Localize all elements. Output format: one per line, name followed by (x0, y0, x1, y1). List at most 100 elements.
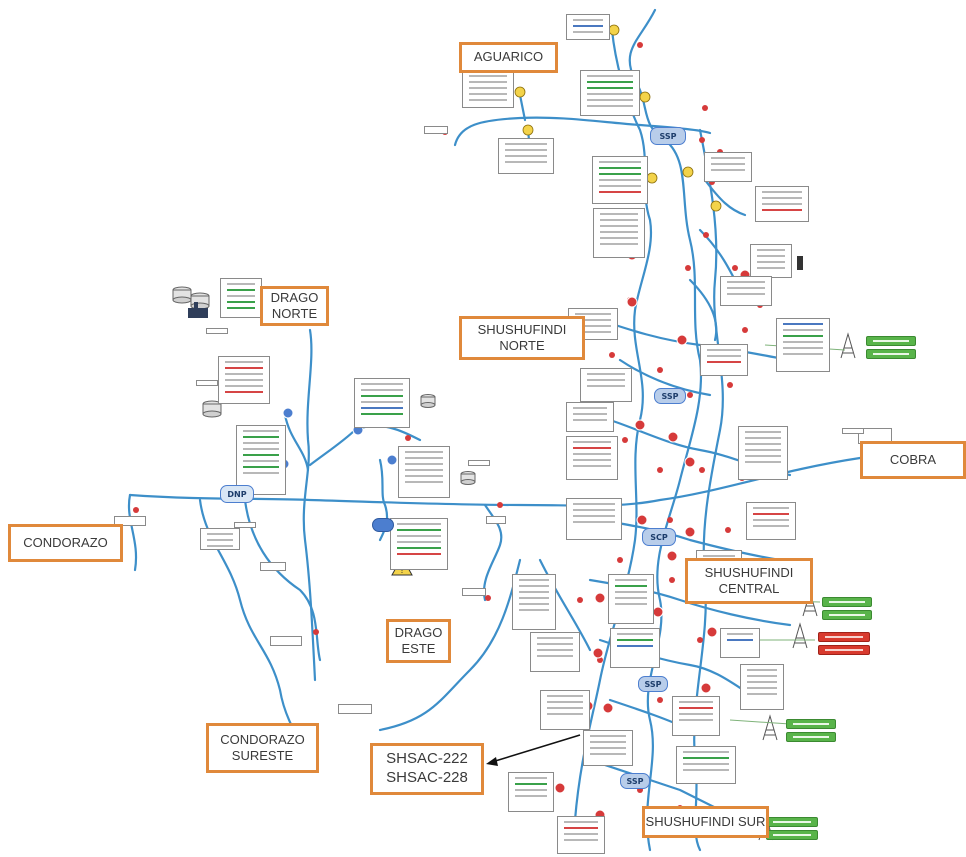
well-data-box (566, 402, 614, 432)
well-data-box (720, 628, 760, 658)
pipeline (518, 93, 527, 122)
well-data-box (566, 436, 618, 480)
pipeline (538, 558, 592, 652)
pipeline (628, 8, 703, 852)
pipeline (573, 28, 653, 822)
pipeline (127, 493, 138, 572)
tag-box (114, 516, 146, 526)
area-label-condorazo-sureste: CONDORAZO SURESTE (206, 723, 319, 773)
production-tag (822, 597, 872, 607)
area-label-aguarico: AGUARICO (459, 42, 558, 73)
pump-icon (797, 256, 803, 270)
tag-box (468, 460, 490, 466)
well-data-box (200, 528, 240, 550)
ssp-node: SSP (650, 127, 686, 145)
production-tag (818, 645, 870, 655)
shsac-arrow (486, 734, 581, 766)
tag-box (270, 636, 302, 646)
svg-text:!: ! (401, 565, 404, 575)
ssp-node: SSP (654, 388, 686, 404)
well-data-box (750, 244, 792, 278)
tank-icon (172, 286, 192, 304)
well-data-box (530, 632, 580, 672)
pipeline (598, 518, 782, 562)
well-data-box (776, 318, 830, 372)
area-label-cobra: COBRA (860, 441, 966, 479)
tag-box (196, 380, 218, 386)
well-data-box (398, 446, 450, 498)
well-data-box (608, 574, 654, 624)
tank-icon (420, 394, 436, 408)
tag-box (206, 328, 228, 334)
production-tag (786, 719, 836, 729)
well-data-box (700, 344, 748, 376)
dnp-node: DNP (220, 485, 254, 503)
blue-node (372, 518, 394, 532)
area-label-drago-este: DRAGO ESTE (386, 619, 451, 663)
well-data-box (592, 156, 648, 204)
well-rig-icon (840, 332, 856, 359)
well-data-box (498, 138, 554, 174)
well-data-box (540, 690, 590, 730)
area-label-shushufindi-sur: SHUSHUFINDI SUR (642, 806, 769, 838)
tank-icon (460, 471, 476, 485)
scp-node: SCP (642, 528, 676, 546)
production-tag (766, 817, 818, 827)
well-data-box (583, 730, 633, 766)
tag-box (486, 516, 506, 524)
area-label-drago-norte: DRAGO NORTE (260, 286, 329, 326)
well-data-box (672, 696, 720, 736)
tag-box (842, 428, 864, 434)
well-data-box (218, 356, 270, 404)
well-data-box (220, 278, 262, 318)
well-data-box (593, 208, 645, 258)
pipeline (243, 498, 322, 662)
pipeline (283, 413, 310, 472)
production-tag (866, 349, 916, 359)
well-data-box (354, 378, 410, 428)
tag-box (462, 588, 486, 596)
tank-icon (202, 400, 222, 418)
pipeline (598, 318, 792, 362)
production-tag (786, 732, 836, 742)
area-label-shushufindi-norte: SHUSHUFINDI NORTE (459, 316, 585, 360)
production-tag (766, 830, 818, 840)
ssp-node: SSP (638, 676, 668, 692)
production-tag (822, 610, 872, 620)
production-tag (866, 336, 916, 346)
well-data-box (236, 425, 286, 495)
well-data-box (566, 498, 622, 540)
well-data-box (557, 816, 605, 854)
well-data-box (610, 628, 660, 668)
tag-box (424, 126, 448, 134)
pipeline (688, 278, 718, 342)
well-rig-icon (762, 714, 778, 741)
pipeline (128, 456, 862, 507)
tank-icon (190, 292, 210, 310)
ssp-node: SSP (620, 773, 650, 789)
area-label-shushufindi-central: SHUSHUFINDI CENTRAL (685, 558, 813, 604)
pipeline (703, 178, 747, 217)
well-data-box (508, 772, 554, 812)
well-data-box (462, 70, 514, 108)
well-data-box (746, 502, 796, 540)
well-data-box (676, 746, 736, 784)
tag-box (234, 522, 256, 528)
area-label-shsac: SHSAC-222 SHSAC-228 (370, 743, 484, 795)
well-data-box (704, 152, 752, 182)
well-data-box (738, 426, 788, 480)
yellow-valve-markers (514, 24, 722, 212)
well-data-box (740, 664, 784, 710)
well-data-box (390, 518, 448, 570)
well-data-box (566, 14, 610, 40)
production-tag (818, 632, 870, 642)
tag-box (338, 704, 372, 714)
well-data-box (580, 70, 640, 116)
pipeline (378, 558, 522, 732)
tag-box (260, 562, 286, 571)
well-data-box (512, 574, 556, 630)
pipeline (302, 328, 317, 682)
well-data-box (755, 186, 809, 222)
area-label-condorazo: CONDORAZO (8, 524, 123, 562)
